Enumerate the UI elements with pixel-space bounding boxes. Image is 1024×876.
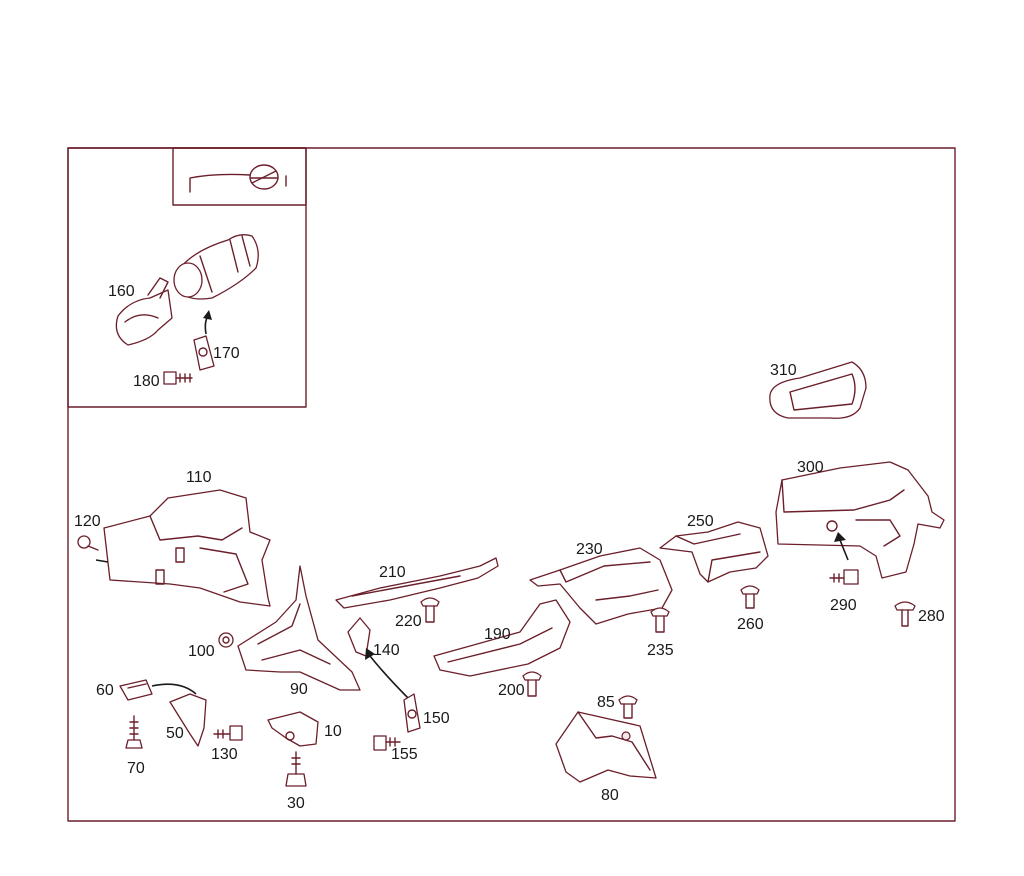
label-90: 90 bbox=[290, 681, 308, 698]
label-180: 180 bbox=[133, 373, 160, 390]
inset-symbol-box bbox=[172, 147, 307, 206]
label-10: 10 bbox=[324, 723, 342, 740]
label-250: 250 bbox=[687, 513, 714, 530]
part-column-tube bbox=[173, 234, 259, 300]
arrowhead-140 bbox=[365, 648, 375, 660]
label-300: 300 bbox=[797, 459, 824, 476]
part-160-clamp bbox=[115, 277, 173, 346]
part-50-bracket bbox=[169, 693, 207, 747]
label-230: 230 bbox=[576, 541, 603, 558]
part-85-clip bbox=[618, 695, 638, 719]
part-80-bracket bbox=[555, 711, 657, 783]
label-110: 110 bbox=[186, 469, 212, 486]
part-60-clip bbox=[119, 679, 153, 701]
label-140: 140 bbox=[373, 642, 400, 659]
label-235: 235 bbox=[647, 642, 674, 659]
arrowhead-170 bbox=[203, 310, 212, 320]
label-170: 170 bbox=[213, 345, 240, 362]
label-60: 60 bbox=[96, 682, 114, 699]
arrowhead-290 bbox=[834, 532, 846, 542]
part-10-bracket bbox=[267, 711, 319, 747]
label-85: 85 bbox=[597, 694, 615, 711]
label-260: 260 bbox=[737, 616, 764, 633]
diagram-frame bbox=[67, 147, 956, 822]
part-170-plate bbox=[193, 335, 215, 371]
part-280-clip bbox=[894, 601, 916, 627]
part-290-screw bbox=[829, 569, 859, 585]
part-180-bolt bbox=[163, 371, 193, 385]
arrow-290 bbox=[839, 539, 849, 561]
part-150-plate bbox=[403, 693, 421, 733]
label-150: 150 bbox=[423, 710, 450, 727]
part-110-panel bbox=[103, 489, 271, 607]
part-210-strip bbox=[335, 557, 499, 609]
part-100-washer bbox=[218, 632, 234, 648]
label-80: 80 bbox=[601, 787, 619, 804]
part-140-bracket bbox=[347, 617, 371, 657]
label-290: 290 bbox=[830, 597, 857, 614]
label-220: 220 bbox=[395, 613, 422, 630]
part-190-rail bbox=[433, 599, 571, 677]
part-90-bracket bbox=[237, 565, 361, 691]
part-250-duct bbox=[659, 521, 769, 583]
part-220-clip bbox=[420, 597, 440, 623]
steering-wheel-icon bbox=[189, 164, 287, 193]
label-70: 70 bbox=[127, 760, 145, 777]
part-310-cover bbox=[769, 361, 867, 419]
part-300-upper-trim bbox=[775, 461, 945, 579]
arrow-120 bbox=[95, 559, 109, 563]
part-200-clip bbox=[522, 671, 542, 697]
part-30-screw bbox=[285, 751, 307, 787]
label-190: 190 bbox=[484, 626, 511, 643]
part-130-bolt bbox=[213, 725, 243, 741]
arrow-140 bbox=[369, 655, 411, 701]
label-50: 50 bbox=[166, 725, 184, 742]
part-155-bolt bbox=[373, 735, 401, 751]
label-120: 120 bbox=[74, 513, 101, 530]
part-70-screw bbox=[125, 715, 143, 749]
label-130: 130 bbox=[211, 746, 238, 763]
part-260-clip bbox=[740, 585, 760, 609]
label-200: 200 bbox=[498, 682, 525, 699]
label-100: 100 bbox=[188, 643, 215, 660]
label-160: 160 bbox=[108, 283, 135, 300]
label-155: 155 bbox=[391, 746, 418, 763]
arrow-60 bbox=[151, 683, 197, 695]
label-30: 30 bbox=[287, 795, 305, 812]
part-235-clip bbox=[650, 607, 670, 633]
label-310: 310 bbox=[770, 362, 797, 379]
label-280: 280 bbox=[918, 608, 945, 625]
part-120-screw bbox=[77, 535, 99, 551]
label-210: 210 bbox=[379, 564, 406, 581]
